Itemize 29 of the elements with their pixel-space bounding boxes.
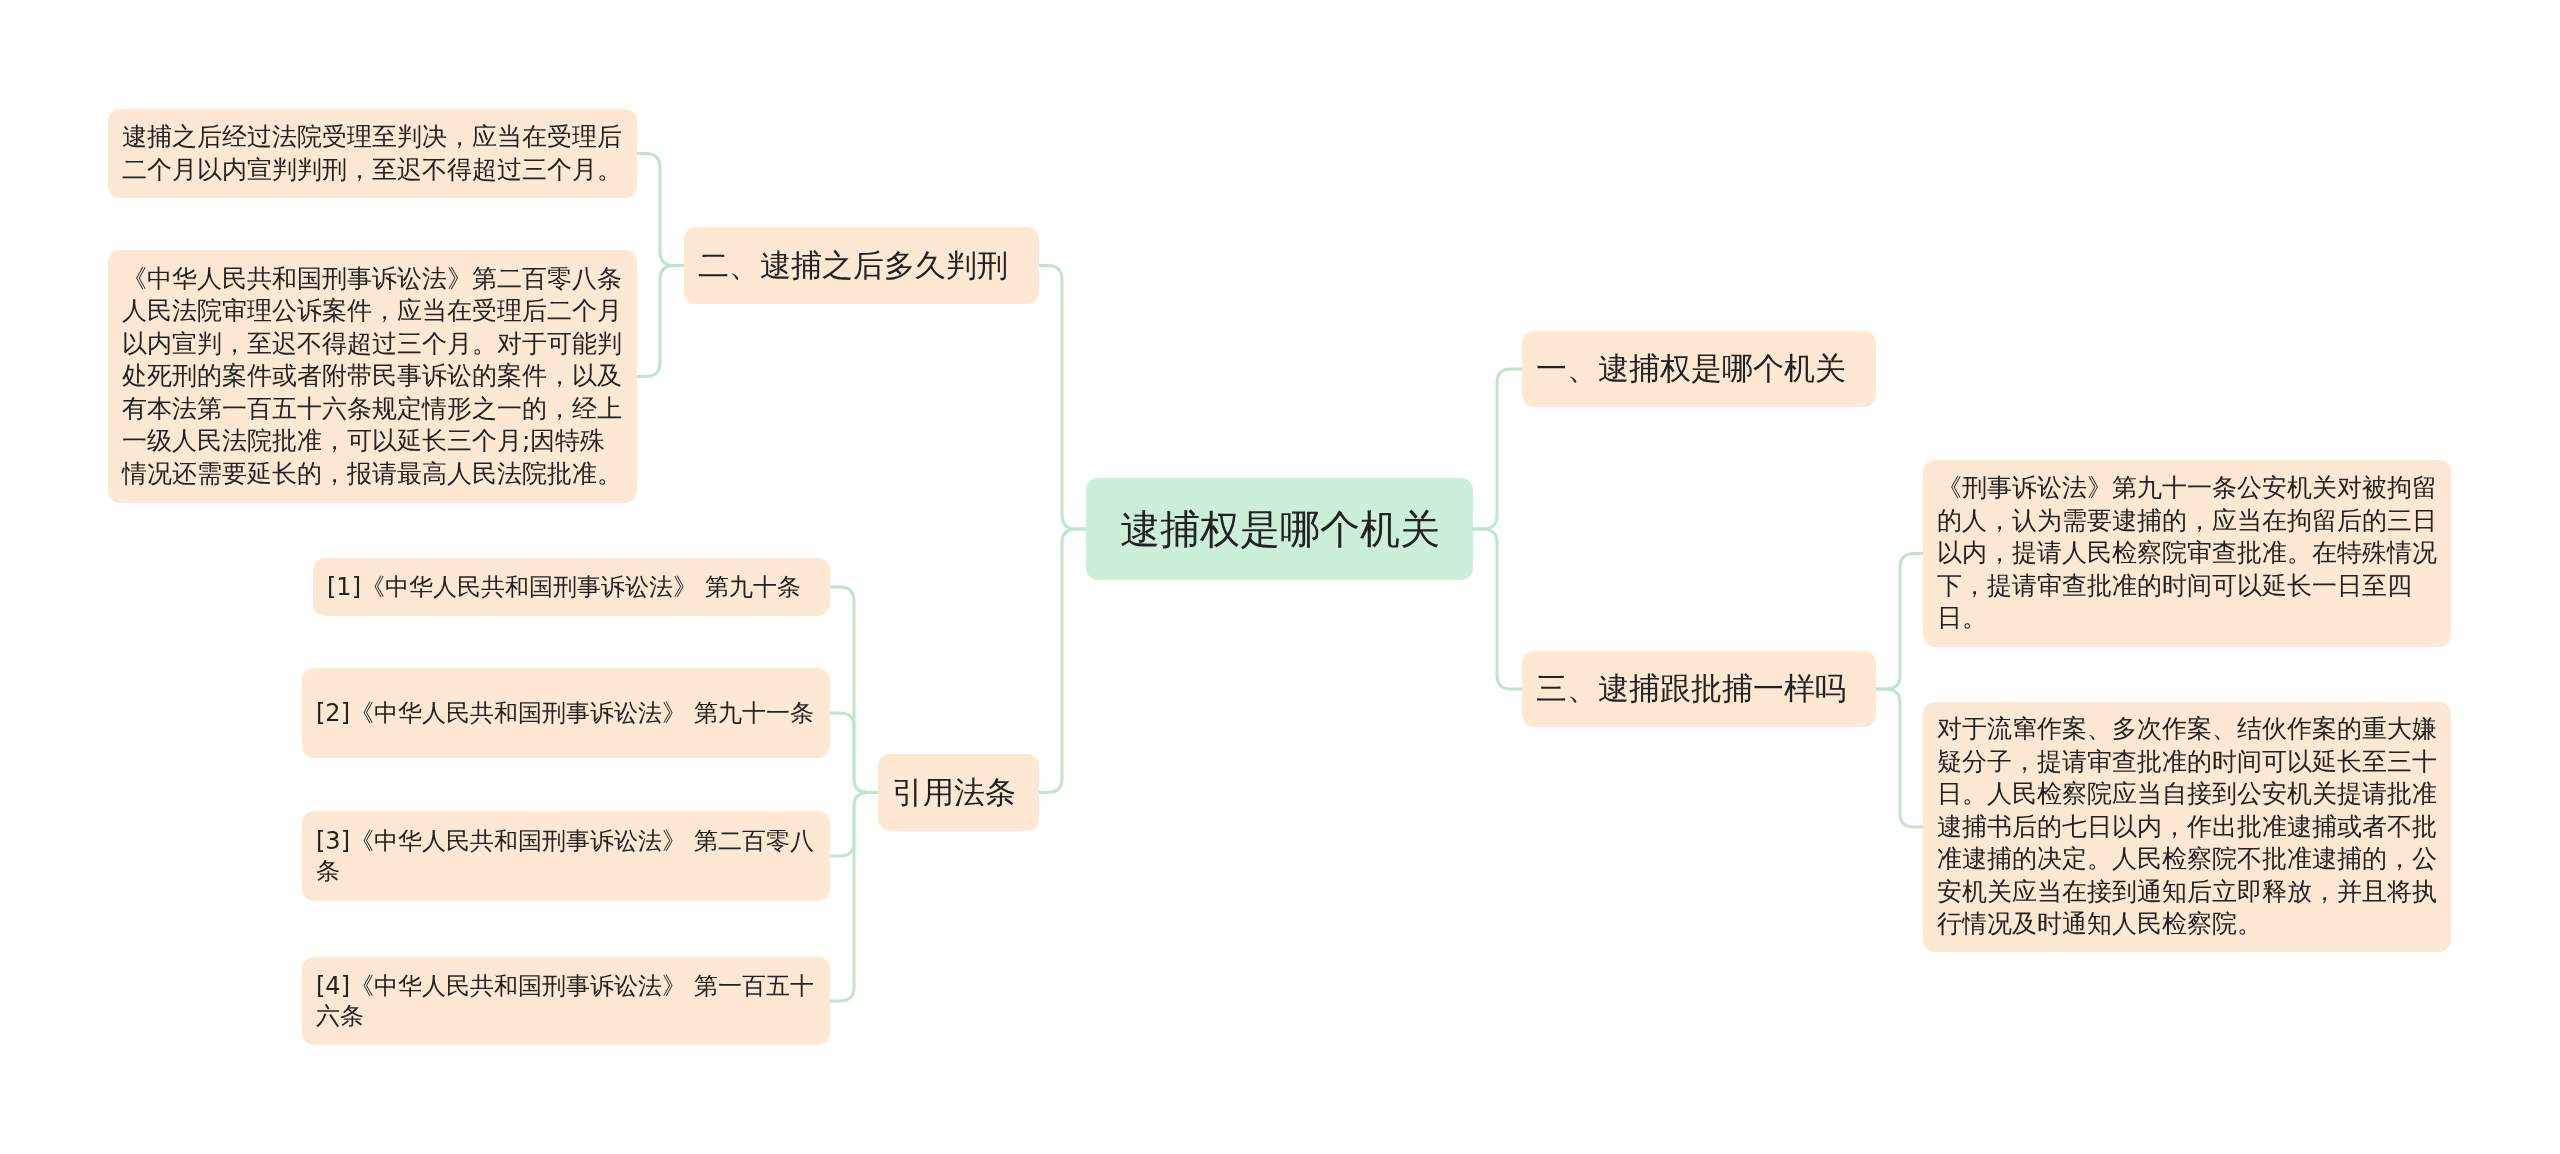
topic-box — [1923, 460, 2451, 647]
topic-box — [302, 668, 830, 758]
topic-box — [1522, 651, 1876, 727]
topic-box — [313, 558, 830, 616]
connector-line — [830, 791, 878, 1003]
topic-text: 三、逮捕跟批捕一样吗 — [1536, 670, 1846, 708]
topic-box — [684, 227, 1039, 304]
topic-text: 逮捕之后经过法院受理至判决，应当在受理后二个月以内宣判判刑，至迟不得超过三个月。 — [122, 121, 623, 186]
central-topic-text: 逮捕权是哪个机关 — [1119, 505, 1440, 553]
connector-line — [637, 264, 684, 378]
topic-text: 引用法条 — [892, 773, 1016, 812]
topic-text: [3]《中华人民共和国刑事诉讼法》 第二百零八条 — [316, 826, 815, 886]
topic-text: 二、逮捕之后多久判刑 — [698, 246, 1008, 285]
topic-box — [302, 957, 830, 1045]
topic-text: [2]《中华人民共和国刑事诉讼法》 第九十一条 — [316, 698, 814, 728]
connector-line — [1039, 527, 1086, 794]
topic-box — [108, 109, 637, 198]
connector-line — [1876, 687, 1923, 829]
topic-text: 《中华人民共和国刑事诉讼法》第二百零八条人民法院审理公诉案件，应当在受理后二个月以内宣判，至迟不得超过三个月。对于可能判处死刑的案件或者附带民事诉讼的案件，以及有本法第一百五十六条规定情形之一的，经上一级人民法院批准，可以延长三个月;因特殊情况还需要延长的，报请最高人民法院批准。 — [122, 262, 623, 490]
central-topic-box — [1086, 478, 1473, 580]
topic-box — [1522, 331, 1876, 407]
topic-text: 对于流窜作案、多次作案、结伙作案的重大嫌疑分子，提请审查批准的时间可以延长至三十日。人民检察院应当自接到公安机关提请批准逮捕书后的七日以内，作出批准逮捕或者不批准逮捕的决定。人民检察院不批准逮捕的，公安机关应当在接到通知后立即释放，并且将执行情况及时通知人民检察院。 — [1937, 713, 2437, 941]
topic-text: [1]《中华人民共和国刑事诉讼法》 第九十条 — [327, 572, 801, 602]
connector-line — [1473, 527, 1522, 691]
topic-box — [302, 811, 830, 901]
topic-text: 一、逮捕权是哪个机关 — [1536, 350, 1846, 388]
topic-text: 《刑事诉讼法》第九十一条公安机关对被拘留的人，认为需要逮捕的，应当在拘留后的三日以内，提请人民检察院审查批准。在特殊情况下，提请审查批准的时间可以延长一日至四日。 — [1937, 472, 2437, 635]
topic-box — [878, 754, 1039, 831]
topic-text: [4]《中华人民共和国刑事诉讼法》 第一百五十六条 — [316, 971, 815, 1031]
